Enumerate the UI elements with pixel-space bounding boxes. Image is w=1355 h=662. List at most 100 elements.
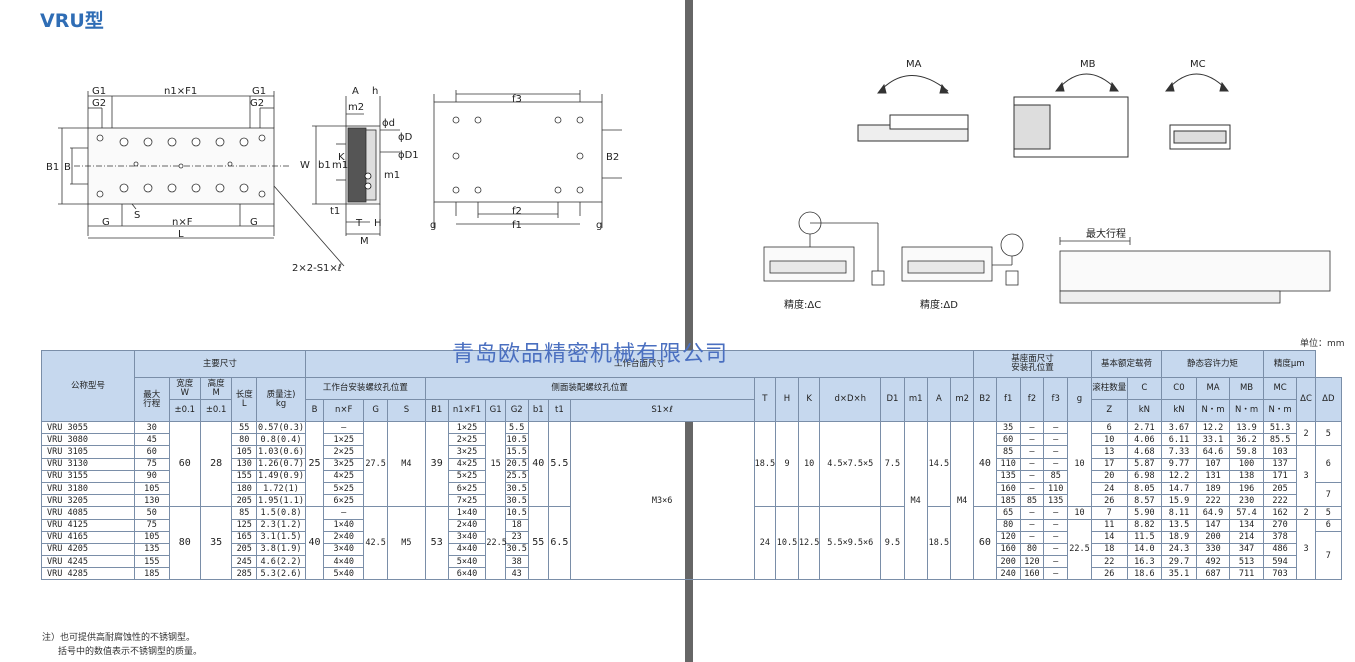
table-cell: — [1019, 481, 1045, 496]
table-cell: 27.5 [363, 420, 388, 508]
header-g: g [1067, 377, 1092, 422]
dim-k: K [338, 152, 345, 163]
table-cell: 1.5(0.8) [256, 506, 306, 520]
table-cell: 60 [168, 420, 201, 508]
table-cell: 14 [1090, 530, 1128, 544]
watermark: 青岛欧品精密机械有限公司 [452, 342, 729, 367]
table-cell: 711 [1229, 567, 1264, 581]
table-cell: 10.5 [504, 506, 529, 520]
table-cell: 60 [995, 433, 1021, 447]
table-cell: 64.6 [1195, 445, 1231, 459]
table-cell: 8.11 [1161, 506, 1197, 520]
table-cell: 7.33 [1161, 445, 1197, 459]
table-cell: 1.26(0.7) [256, 457, 306, 471]
model-cell: VRU 3080 [41, 433, 135, 447]
table-cell: 8.57 [1126, 494, 1163, 508]
table-cell: 1×25 [447, 420, 487, 435]
table-cell: 11 [1090, 518, 1128, 532]
table-cell: — [1019, 433, 1045, 447]
table-cell: — [1019, 445, 1045, 459]
header-width: 宽度 W [168, 377, 201, 400]
header-kn2: kN [1161, 399, 1197, 422]
table-cell: 0.8(0.4) [256, 433, 306, 447]
table-cell: 20 [1090, 469, 1128, 483]
header-dDh: d×D×h [819, 377, 882, 422]
header-nf: n×F [323, 399, 365, 422]
table-cell: 57.4 [1229, 506, 1264, 520]
table-cell: 2×25 [323, 445, 365, 459]
table-cell: 3.8(1.9) [256, 542, 306, 557]
table-cell: 3.67 [1161, 420, 1197, 435]
note-2: 括号中的数值表示不锈钢型的质量。 [58, 647, 203, 657]
table-cell: 135 [134, 542, 170, 557]
table-cell: 4×40 [447, 542, 487, 557]
table-cell: M4 [387, 420, 426, 508]
header-g1: G1 [485, 399, 506, 422]
table-cell: 80 [1019, 542, 1045, 557]
table-cell: 24 [753, 506, 777, 581]
table-cell: 43 [504, 567, 529, 581]
header-model: 公称型号 [41, 350, 135, 422]
header-h: H [775, 377, 799, 422]
table-cell: 90 [134, 469, 170, 483]
table-cell: 39 [424, 420, 449, 508]
table-cell: 205 [1262, 481, 1298, 496]
header-c0: C0 [1161, 377, 1197, 400]
table-cell: 185 [134, 567, 170, 581]
table-cell: 103 [1262, 445, 1298, 459]
table-cell: 594 [1262, 555, 1298, 569]
table-cell: — [1019, 420, 1045, 435]
table-cell: 100 [1229, 457, 1264, 471]
table-cell: 513 [1229, 555, 1264, 569]
model-cell: VRU 3155 [41, 469, 135, 483]
dim-b1-side: b1 [318, 160, 331, 171]
table-cell: 40 [973, 420, 997, 508]
table-cell: 10 [1067, 420, 1092, 508]
table-cell: 2×25 [447, 433, 487, 447]
table-cell: 36.2 [1229, 433, 1264, 447]
accuracy-d-label: 精度:ΔD [920, 298, 958, 311]
table-cell: 137 [1262, 457, 1298, 471]
table-cell: 53 [424, 506, 449, 581]
table-cell: 45 [134, 433, 170, 447]
table-cell: 17 [1090, 457, 1128, 471]
page-title: VRU型 [40, 10, 104, 32]
table-cell: 12.5 [797, 506, 821, 581]
table-cell: 18 [1090, 542, 1128, 557]
header-height: 高度 M [199, 377, 233, 400]
table-cell: 7×25 [447, 494, 487, 508]
side-view-drawing: A h m2 ϕd ϕD ϕD1 W b1 m1 K m1 t1 T H M [300, 86, 419, 247]
table-cell: 0.57(0.3) [256, 420, 306, 435]
table-cell: M5 [387, 506, 426, 581]
dim-b: B [64, 162, 71, 173]
table-cell: 5.5 [548, 420, 571, 508]
model-cell: VRU 3180 [41, 481, 135, 496]
header-nm: N・m [1195, 399, 1231, 422]
table-cell: 200 [995, 555, 1021, 569]
table-cell: 189 [1195, 481, 1231, 496]
table-cell: 5.87 [1126, 457, 1163, 471]
table-cell: 55 [231, 420, 258, 435]
table-cell: 6×25 [323, 494, 365, 508]
table-cell: 29.7 [1161, 555, 1197, 569]
table-cell: M3×6 [569, 420, 755, 581]
table-cell: 30.5 [504, 481, 529, 496]
table-cell: 1×25 [323, 433, 365, 447]
header-tbl-holes: 工作台安装螺纹孔位置 [304, 377, 426, 400]
header-g2: G2 [504, 399, 529, 422]
table-cell: 85 [1019, 494, 1045, 508]
table-cell: 2 [1296, 506, 1316, 520]
table-cell: 105 [134, 481, 170, 496]
header-stroke: 最大 行程 [134, 377, 170, 422]
table-cell: 4.06 [1126, 433, 1163, 447]
header-base-mount: 基座面尺寸 安装孔位置 [973, 350, 1092, 378]
table-cell: 7 [1314, 481, 1343, 508]
table-cell: — [1043, 445, 1069, 459]
table-cell: 155 [231, 469, 258, 483]
header-main: 主要尺寸 [134, 350, 306, 378]
dim-g1-left: G1 [92, 86, 106, 97]
table-cell: 240 [995, 567, 1021, 581]
